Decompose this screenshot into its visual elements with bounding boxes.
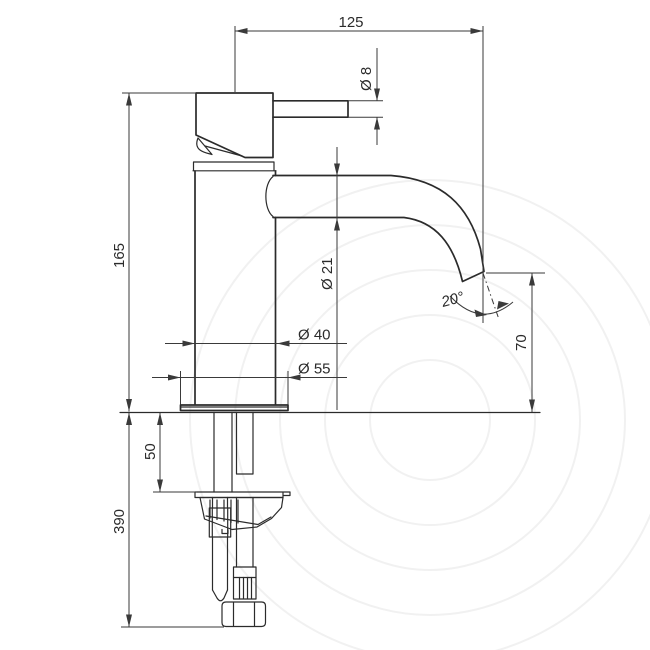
dim-label-spout-height: 70 [513, 334, 530, 351]
lever-bar [272, 99, 349, 119]
faucet-outline [119, 92, 541, 628]
hose-braid [232, 576, 257, 600]
stud-tip [211, 589, 229, 602]
dim-label-under: 390 [111, 509, 128, 534]
hose-tube [235, 496, 254, 568]
collar-ring [192, 161, 277, 172]
dim-under-390: 390 [111, 412, 224, 628]
dim-label-base-dia: Ø 55 [298, 361, 331, 378]
mounting-plate [194, 491, 291, 499]
dim-deck-50: 50 [142, 412, 197, 493]
body-cylinder [194, 170, 277, 406]
dim-spout-height-70: 70 [486, 272, 545, 412]
connection-hex-nut [221, 601, 267, 628]
dim-base-dia-55: Ø 55 [152, 361, 347, 405]
fixing-rod [235, 411, 254, 475]
dim-label-height: 165 [111, 243, 128, 268]
angle-centerline [482, 272, 499, 319]
dim-label-handle-dia: Ø 8 [358, 67, 375, 91]
stud-upper-tube [211, 496, 229, 509]
bracket-inner-contour [205, 515, 272, 526]
base-flange [179, 404, 289, 412]
dim-label-deck: 50 [142, 443, 159, 460]
spout-body-junction-arc [265, 175, 274, 218]
stud-hex-nut [208, 507, 232, 538]
dim-label-width: 125 [338, 14, 363, 31]
angle-arrow-left [474, 309, 487, 317]
dim-angle-20: 20° [439, 272, 514, 319]
dim-body-dia-40: Ø 40 [165, 327, 347, 347]
dim-width-125: 125 [234, 14, 484, 323]
spout-outline [272, 174, 485, 283]
bracket-hatching [209, 499, 239, 524]
dim-label-angle: 20° [439, 289, 466, 312]
threaded-shank [213, 411, 233, 493]
dim-label-spout-dia: Ø 21 [319, 257, 336, 290]
lever-gap-line [204, 145, 243, 157]
lever-cap-outline [195, 92, 274, 159]
watermark-circles [189, 179, 650, 650]
angle-arrow-right [497, 301, 509, 310]
dim-handle-dia-8: Ø 8 [348, 48, 383, 145]
lever-hinge-detail [196, 137, 213, 156]
stud-lower-tube [211, 536, 229, 591]
dim-height-165: 165 [111, 92, 196, 412]
dim-label-body-dia: Ø 40 [298, 327, 331, 344]
